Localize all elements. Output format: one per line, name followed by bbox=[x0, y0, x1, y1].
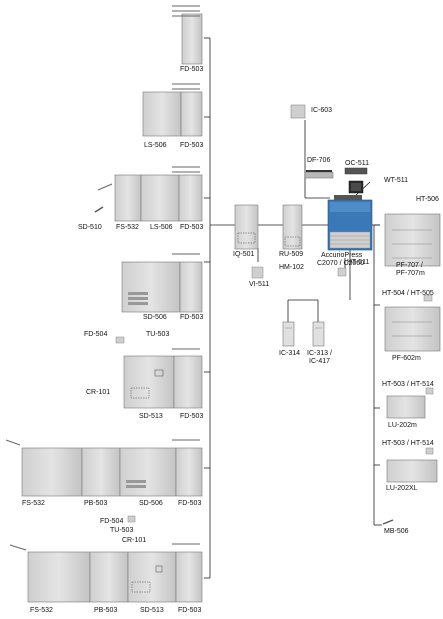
label-lu202m: LU-202m bbox=[388, 422, 417, 429]
config-row-7 bbox=[9, 515, 203, 603]
label-ic313: IC-313 / bbox=[307, 350, 332, 357]
label-pf707: PF-707 / bbox=[396, 262, 423, 269]
label-ic603: IC-603 bbox=[311, 107, 333, 114]
label-fd503-row3: FD-503 bbox=[180, 224, 204, 231]
label-oc511: OC-511 bbox=[345, 160, 369, 167]
main-engine-accuriopress bbox=[327, 195, 373, 251]
pf707-module bbox=[384, 213, 441, 267]
label-df706: DF-706 bbox=[307, 157, 331, 164]
label-hm102: HM-102 bbox=[279, 264, 304, 271]
config-row-2 bbox=[142, 83, 203, 137]
label-fd503-row1: FD-503 bbox=[180, 66, 204, 73]
ic603-module bbox=[290, 104, 306, 119]
label-fd503-row6: FD-503 bbox=[178, 500, 202, 507]
label-vi511: VI-511 bbox=[249, 281, 270, 288]
label-pf707m: PF-707m bbox=[396, 270, 425, 277]
label-fd504-row5: FD-504 bbox=[84, 331, 108, 338]
config-row-1 bbox=[172, 5, 203, 65]
label-ic314: IC-314 bbox=[279, 350, 301, 357]
pf602m-module bbox=[384, 294, 441, 352]
label-fs532-row3: FS-532 bbox=[116, 224, 139, 231]
label-tu503-row5: TU-503 bbox=[146, 331, 170, 338]
label-ht511: HT-511 bbox=[347, 259, 370, 266]
config-row-3 bbox=[94, 166, 203, 222]
lu202m-module bbox=[386, 387, 434, 419]
label-ic417: IC-417 bbox=[309, 358, 331, 365]
label-pb503-row7: PB-503 bbox=[94, 607, 118, 614]
label-ht503-ht514-b: HT-503 / HT-514 bbox=[382, 440, 434, 447]
label-sd506-row4: SD-506 bbox=[143, 314, 167, 321]
config-row-5 bbox=[115, 336, 203, 409]
label-pb503-row6: PB-503 bbox=[84, 500, 108, 507]
mb506-module bbox=[382, 519, 394, 525]
ic313-module bbox=[312, 321, 325, 347]
connector-lines bbox=[204, 37, 382, 579]
label-ht503-ht514-a: HT-503 / HT-514 bbox=[382, 381, 434, 388]
label-fd503-row7: FD-503 bbox=[178, 607, 202, 614]
df706-module bbox=[304, 170, 334, 179]
lu202xl-module bbox=[386, 447, 438, 483]
label-fs532-row7: FS-532 bbox=[30, 607, 53, 614]
label-fd504-row7: FD-504 bbox=[100, 518, 124, 525]
label-cr101-row5: CR-101 bbox=[86, 389, 111, 396]
label-ls506-row3: LS-506 bbox=[150, 224, 173, 231]
label-cr101-row7: CR-101 bbox=[122, 537, 147, 544]
iq501-module bbox=[234, 204, 259, 250]
label-sd510-row3: SD-510 bbox=[78, 224, 102, 231]
config-row-6 bbox=[5, 439, 203, 497]
label-ht504-ht505: HT-504 / HT-505 bbox=[382, 290, 434, 297]
label-sd506-row6: SD-506 bbox=[139, 500, 163, 507]
wt511-module bbox=[348, 180, 364, 194]
label-wt511: WT-511 bbox=[384, 177, 408, 184]
vi511-module bbox=[251, 266, 264, 279]
label-lu202xl: LU-202XL bbox=[386, 485, 418, 492]
ht511-module bbox=[337, 267, 347, 277]
label-sd513-row5: SD-513 bbox=[139, 413, 163, 420]
label-fd503-row2: FD-503 bbox=[180, 142, 204, 149]
oc511-module bbox=[344, 167, 368, 175]
ic314-module bbox=[282, 321, 295, 347]
label-ru509: RU-509 bbox=[279, 251, 304, 258]
label-c2070-c2060: C2070 / C2060 bbox=[317, 260, 365, 267]
label-fd503-row5: FD-503 bbox=[180, 413, 204, 420]
label-ls506-row2: LS-506 bbox=[144, 142, 167, 149]
label-tu503-row7: TU-503 bbox=[110, 527, 134, 534]
label-pf602m: PF-602m bbox=[392, 355, 421, 362]
label-fs532-row6: FS-532 bbox=[22, 500, 45, 507]
label-iq501: IQ-501 bbox=[233, 251, 255, 258]
ru509-module bbox=[282, 204, 303, 250]
label-sd513-row7: SD-513 bbox=[140, 607, 164, 614]
label-mb506: MB-506 bbox=[384, 528, 409, 535]
label-ht506: HT-506 bbox=[416, 196, 439, 203]
label-fd503-row4: FD-503 bbox=[180, 314, 204, 321]
config-row-4 bbox=[121, 253, 203, 313]
label-accuriopress: AccurioPress bbox=[321, 252, 363, 259]
